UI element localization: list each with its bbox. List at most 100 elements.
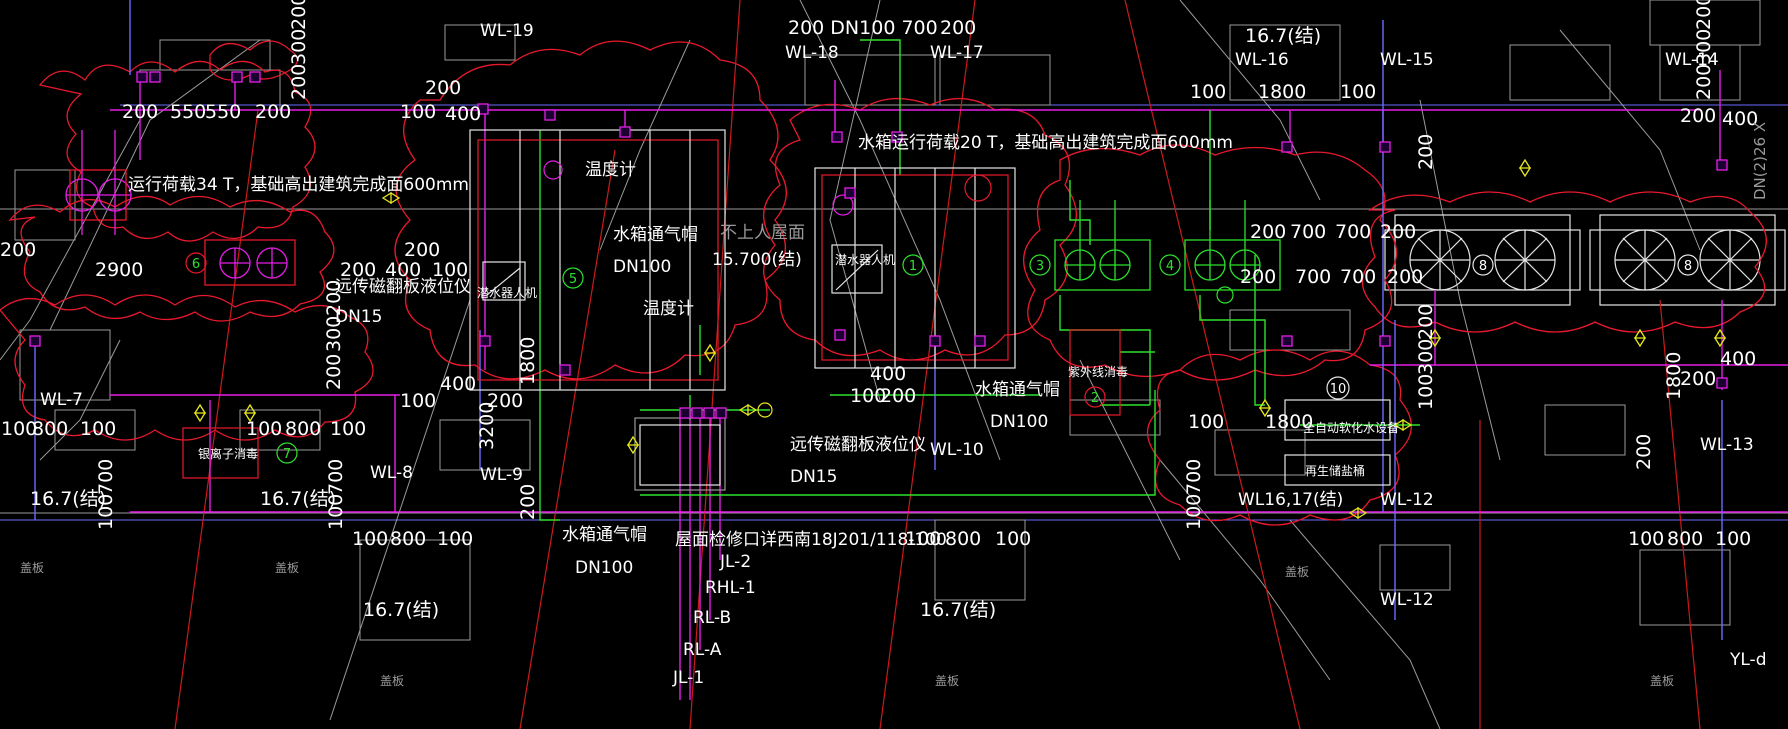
equipment-marker-3 — [1029, 254, 1051, 276]
tag-yld: YL-d — [1729, 650, 1766, 670]
dim-200o: 200 — [487, 390, 523, 412]
vdim-300b: 300 — [323, 316, 345, 352]
note-vent-1: 水箱通气帽 — [613, 225, 698, 245]
dim-200i: 200 — [1380, 221, 1416, 243]
dim-100r: 100 — [1188, 411, 1224, 433]
dim-200g: 200 — [940, 17, 976, 39]
note-gauge-1-dn: DN15 — [335, 307, 382, 327]
equipment-marker-1 — [902, 254, 924, 276]
equipment-numbers — [185, 252, 1699, 464]
equipment-marker-5 — [562, 267, 584, 289]
vdim-200j: 200 — [1693, 0, 1715, 30]
dim-800b: 800 — [285, 418, 321, 440]
valves — [193, 158, 1727, 520]
dim-400d: 400 — [1720, 348, 1756, 370]
dim-700b: 700 — [1335, 221, 1371, 243]
elev-16-7-a: 16.7(结) — [30, 488, 106, 510]
vdim-300d: 300 — [1693, 29, 1715, 65]
dim-200: 200 — [122, 101, 158, 123]
dim-550b: 550 — [205, 101, 241, 123]
dim-200l: 200 — [1680, 105, 1716, 127]
dim-400e: 400 — [870, 363, 906, 385]
dim-400a: 400 — [445, 103, 481, 125]
note-temp-2: 温度计 — [643, 299, 694, 319]
cooling-tower-group — [1384, 214, 1786, 306]
tag-jl2: JL-2 — [719, 552, 751, 572]
tag-wl19: WL-19 — [480, 21, 534, 41]
equipment-label-1: 1 — [909, 259, 917, 274]
vdim-200d: 200 — [323, 280, 345, 316]
dim-1800: 1800 — [1258, 81, 1306, 103]
elev-16-7-b: 16.7(结) — [260, 488, 336, 510]
dim-dn100-top: 200 DN100 700 — [788, 17, 938, 39]
tag-wl18: WL-18 — [785, 43, 839, 63]
tag-vertical: DN(2)26 X — [1751, 122, 1769, 200]
dim-200j: 200 — [1387, 266, 1423, 288]
equipment-label-5: 5 — [569, 272, 577, 287]
red-guide-lines — [174, 0, 1701, 729]
equipment-label-7: 7 — [283, 447, 291, 462]
dim-700d: 700 — [1340, 266, 1376, 288]
vdim-300c: 300 — [1415, 339, 1437, 375]
dim-400b: 400 — [385, 259, 421, 281]
note-ion: 银离子消毒 — [198, 446, 258, 461]
dim-200k: 200 — [1240, 266, 1276, 288]
dim-200h: 200 — [1250, 221, 1286, 243]
equipment-label-10: 10 — [1330, 382, 1347, 397]
note-slab-2: 盖板 — [20, 561, 44, 575]
dim-100g: 100 — [80, 418, 116, 440]
pipe-tags: WL-19 WL-18 WL-17 WL-16 WL-15 WL-14 WL-1… — [40, 21, 1769, 688]
revision-clouds — [0, 40, 1768, 526]
vdim-200b: 200 — [288, 0, 310, 30]
tag-rlb: RL-B — [693, 608, 731, 628]
dim-100p: 100 — [850, 385, 886, 407]
dim-400c: 400 — [1722, 108, 1758, 130]
tag-wl12b: WL-12 — [1380, 590, 1434, 610]
vdim-200h: 200 — [1415, 134, 1437, 170]
note-gauge-2: 远传磁翻板液位仪 — [790, 435, 926, 455]
tag-rhl1: RHL-1 — [705, 578, 756, 598]
note-vent-2-dn: DN100 — [990, 412, 1048, 432]
vdim-100c: 100 — [1415, 374, 1437, 410]
equipment-number-labels: 1 2 3 4 5 6 7 8 8 10 — [192, 257, 1692, 462]
dim-100l: 100 — [905, 528, 941, 550]
tag-rla: RL-A — [683, 640, 722, 660]
tag-wl14: WL-14 — [1665, 50, 1719, 70]
vdim-200g: 200 — [1633, 434, 1655, 470]
dim-100c: 100 — [432, 259, 468, 281]
dim-2900: 2900 — [95, 259, 143, 281]
equipment-label-8a: 8 — [1479, 259, 1487, 274]
dimension-labels: 200 550 550 200 200 100 400 2900 200 400… — [0, 17, 1758, 621]
dim-700c: 700 — [1295, 266, 1331, 288]
vdim-200i: 200 — [1693, 64, 1715, 100]
dim-800d: 800 — [945, 528, 981, 550]
pump-group-3 — [1054, 200, 1151, 291]
dim-1800b: 1800 — [1265, 411, 1313, 433]
dim-200m: 200 — [1680, 368, 1716, 390]
room-blocks — [14, 0, 1761, 641]
elev-16-7-e: 16.7(结) — [1245, 25, 1321, 47]
equipment-marker-6 — [185, 252, 207, 274]
note-roof-no-access: 不上人屋面 — [720, 223, 805, 243]
dim-800c: 800 — [390, 528, 426, 550]
note-vent-1-dn: DN100 — [613, 257, 671, 277]
vdim-3200: 3200 — [476, 402, 498, 450]
vertical-dimension-labels: 200 300 200 200 300 200 100 700 100 700 … — [95, 0, 1715, 530]
dim-100f: 100 — [1, 418, 37, 440]
vdim-200c: 200 — [323, 354, 345, 390]
note-roof-hatch: 屋面检修口详西南18J201/118-100 — [675, 530, 947, 550]
dim-200n: 200 — [880, 385, 916, 407]
dim-100e: 100 — [1340, 81, 1376, 103]
water-tank-middle — [814, 167, 1016, 369]
vdim-1800a: 1800 — [517, 337, 539, 385]
tag-wl1617: WL16,17(结) — [1238, 490, 1343, 510]
vdim-100b: 100 — [325, 494, 347, 530]
note-gauge-1: 远传磁翻板液位仪 — [335, 277, 471, 297]
note-vent-2: 水箱通气帽 — [975, 380, 1060, 400]
dim-100h: 100 — [246, 418, 282, 440]
vdim-700a: 700 — [95, 459, 117, 495]
pump-group-6 — [204, 239, 296, 286]
tag-jl1: JL-1 — [672, 668, 704, 688]
vdim-300a: 300 — [288, 29, 310, 65]
